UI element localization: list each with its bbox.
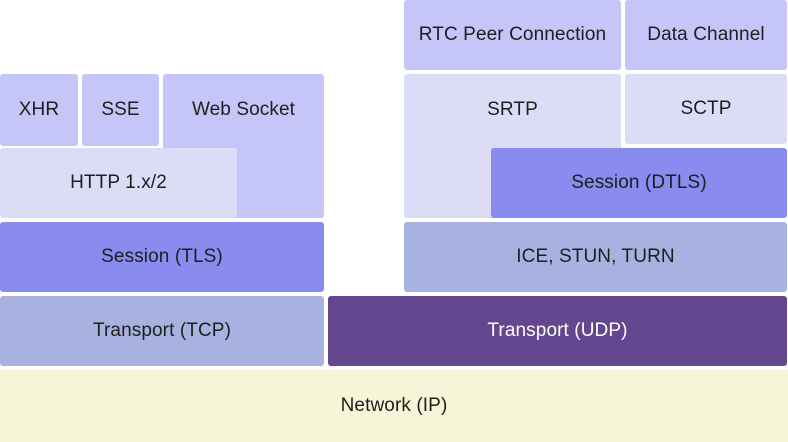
xhr-label: XHR bbox=[18, 99, 60, 120]
sse-block: SSE bbox=[82, 74, 159, 146]
dtls-session-block: Session (DTLS) bbox=[491, 148, 787, 218]
http-block: HTTP 1.x/2 bbox=[0, 148, 237, 218]
ice-stun-turn-label: ICE, STUN, TURN bbox=[516, 246, 675, 267]
srtp-label: SRTP bbox=[487, 99, 538, 120]
http-label: HTTP 1.x/2 bbox=[70, 172, 167, 193]
tcp-transport-block: Transport (TCP) bbox=[0, 296, 324, 366]
rtc-peer-connection-block: RTC Peer Connection bbox=[404, 0, 621, 70]
udp-transport-block: Transport (UDP) bbox=[328, 296, 787, 366]
data-channel-label: Data Channel bbox=[647, 24, 765, 45]
websocket-label: Web Socket bbox=[191, 99, 296, 120]
data-channel-block: Data Channel bbox=[625, 0, 787, 70]
network-ip-block: Network (IP) bbox=[0, 370, 788, 442]
sse-label: SSE bbox=[101, 99, 140, 120]
sctp-block: SCTP bbox=[625, 74, 787, 144]
xhr-block: XHR bbox=[0, 74, 78, 146]
dtls-session-label: Session (DTLS) bbox=[571, 172, 707, 193]
tls-session-block: Session (TLS) bbox=[0, 222, 324, 292]
tcp-transport-label: Transport (TCP) bbox=[92, 320, 232, 341]
tls-session-label: Session (TLS) bbox=[101, 246, 223, 267]
sctp-label: SCTP bbox=[680, 98, 732, 119]
network-ip-label: Network (IP) bbox=[340, 395, 448, 416]
rtc-peer-connection-label: RTC Peer Connection bbox=[418, 24, 607, 45]
udp-transport-label: Transport (UDP) bbox=[487, 320, 628, 341]
ice-stun-turn-block: ICE, STUN, TURN bbox=[404, 222, 787, 292]
